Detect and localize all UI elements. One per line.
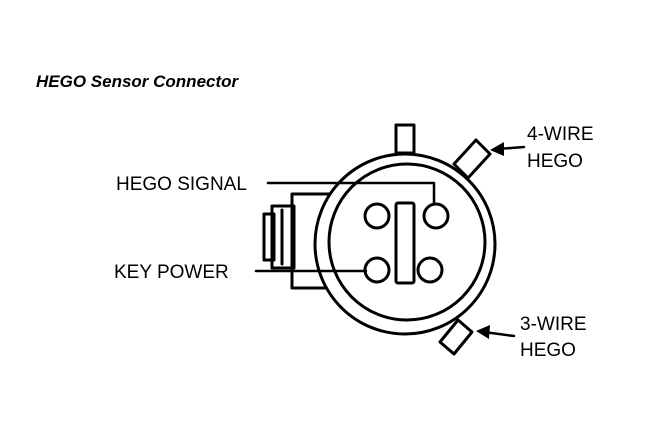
- center-blade: [394, 201, 416, 285]
- four-wire-label-line1: 4-WIRE: [527, 124, 594, 145]
- connector-inner-ring: [327, 162, 487, 322]
- three-wire-label-line2: HEGO: [520, 340, 576, 361]
- pin-upper-left: [363, 202, 391, 230]
- four-wire-tab: [452, 138, 492, 180]
- three-wire-arrowhead: [476, 325, 490, 339]
- key-power-label: KEY POWER: [114, 262, 229, 283]
- four-wire-arrowhead: [490, 142, 504, 156]
- four-wire-label-line2: HEGO: [527, 151, 583, 172]
- three-wire-label-line1: 3-WIRE: [520, 314, 587, 335]
- diagram-title: HEGO Sensor Connector: [36, 72, 239, 91]
- top-key-tab: [394, 123, 416, 155]
- hego-signal-leader: [266, 181, 436, 206]
- plug-housing: [262, 192, 336, 290]
- pin-lower-right: [416, 256, 444, 284]
- connector-outer-ring: [313, 152, 497, 336]
- three-wire-tab: [438, 318, 474, 356]
- hego-signal-label: HEGO SIGNAL: [116, 174, 247, 195]
- pin-upper-right: [422, 202, 450, 230]
